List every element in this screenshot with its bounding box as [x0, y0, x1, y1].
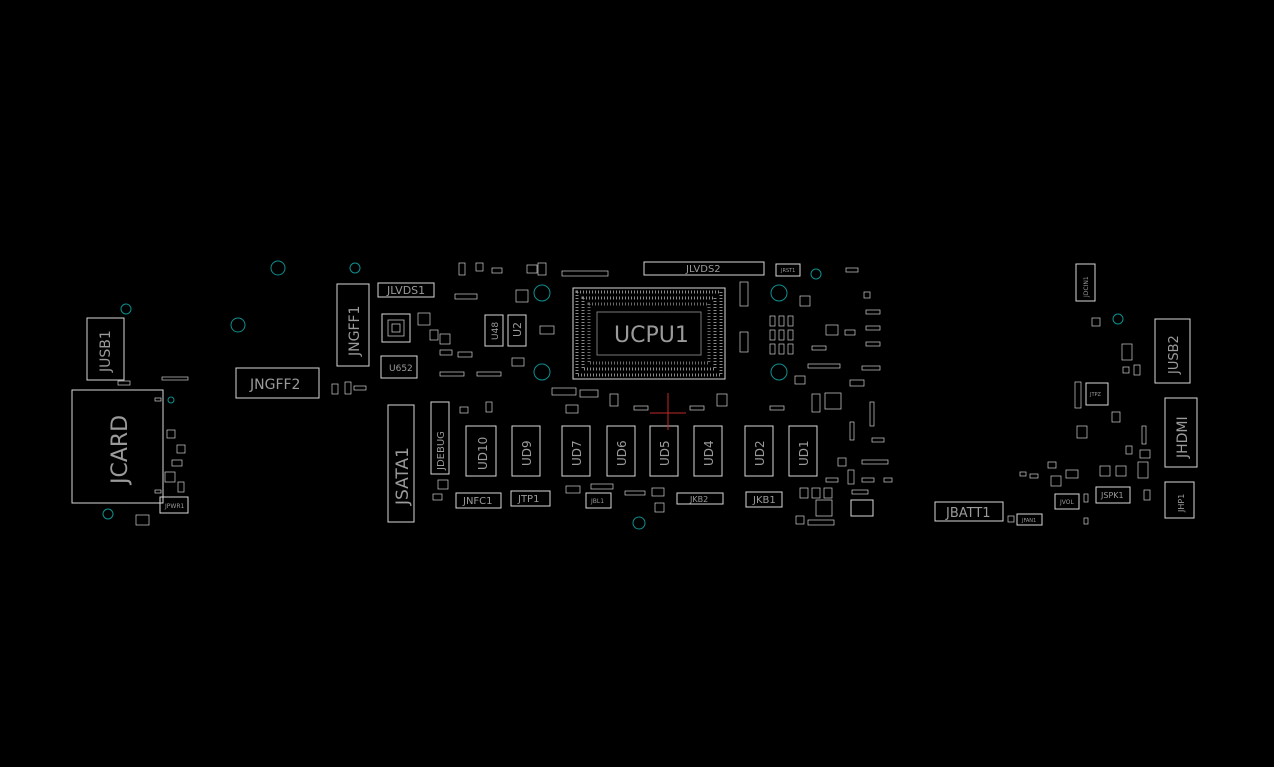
- chip-ucpu1[interactable]: UCPU1: [572, 287, 726, 380]
- chip-ud2[interactable]: UD2: [744, 425, 774, 477]
- connector-jbatt1[interactable]: JBATT1: [934, 501, 1004, 522]
- label-jcard: JCARD: [108, 415, 133, 486]
- connector-jlvds2[interactable]: JLVDS2: [643, 261, 765, 276]
- label-u652: U652: [389, 364, 413, 374]
- label-jdcin1: JDCIN1: [1083, 276, 1090, 298]
- label-jbl1: JBL1: [590, 498, 604, 505]
- connector-jusb1[interactable]: JUSB1: [86, 317, 131, 386]
- label-u2: U2: [511, 322, 524, 337]
- label-jtp1: JTP1: [517, 494, 539, 505]
- label-jkb2: JKB2: [689, 495, 708, 504]
- chip-ud10[interactable]: UD10: [465, 425, 497, 477]
- label-jhp1: JHP1: [1177, 494, 1186, 513]
- connector-jhp1[interactable]: JHP1: [1164, 481, 1195, 519]
- label-jvol: JVOL: [1059, 499, 1074, 506]
- chip-ud6[interactable]: UD6: [606, 425, 636, 477]
- connector-jusb2[interactable]: JUSB2: [1154, 318, 1191, 384]
- mounting-holes: [102, 260, 1124, 530]
- chip-ud4[interactable]: UD4: [693, 425, 723, 477]
- connector-jkb2[interactable]: JKB2: [676, 492, 724, 505]
- label-jspk1: JSPK1: [1100, 491, 1124, 500]
- connector-jspk1[interactable]: JSPK1: [1095, 486, 1131, 504]
- label-jsata1: JSATA1: [393, 447, 413, 506]
- small-components-right: [1007, 317, 1151, 525]
- connector-jdebug[interactable]: JDEBUG: [430, 401, 450, 475]
- label-jtpz: JTPZ: [1089, 392, 1102, 398]
- label-jlvds1: JLVDS1: [386, 284, 425, 297]
- chip-ud9[interactable]: UD9: [511, 425, 541, 477]
- connector-jtp1[interactable]: JTP1: [510, 490, 551, 507]
- connector-jlvds1[interactable]: JLVDS1: [377, 282, 435, 298]
- label-jusb1: JUSB1: [98, 330, 114, 373]
- connector-jnfc1[interactable]: JNFC1: [455, 492, 502, 509]
- connector-jngff1[interactable]: JNGFF1: [336, 283, 370, 367]
- memory-chips: UD10 UD9 UD7 UD6 UD5 UD4 UD2 UD1: [465, 425, 818, 477]
- connector-jrst1[interactable]: JRST1: [775, 263, 801, 277]
- chip-u2[interactable]: U2: [507, 314, 527, 347]
- label-jbatt1: JBATT1: [945, 506, 991, 521]
- chip-qfn-1: [381, 313, 411, 343]
- label-ud6: UD6: [615, 440, 629, 466]
- label-jlvds2: JLVDS2: [685, 264, 721, 275]
- label-jkb1: JKB1: [752, 495, 776, 506]
- label-ud7: UD7: [570, 440, 584, 466]
- label-ud9: UD9: [520, 440, 534, 466]
- connector-jngff2[interactable]: JNGFF2: [235, 367, 320, 399]
- connector-jvol[interactable]: JVOL: [1054, 493, 1080, 510]
- connector-jkb1[interactable]: JKB1: [745, 491, 783, 508]
- test-marker: [650, 393, 686, 430]
- connector-jpwr1[interactable]: JPWR1: [159, 496, 189, 514]
- label-jngff2: JNGFF2: [249, 377, 300, 393]
- label-ud2: UD2: [753, 440, 767, 466]
- label-ud10: UD10: [476, 437, 490, 470]
- connector-jsata1[interactable]: JSATA1: [387, 404, 415, 523]
- connector-jdcin1[interactable]: JDCIN1: [1075, 263, 1096, 302]
- label-jhdmi: JHDMI: [1175, 416, 1191, 459]
- label-u48: U48: [491, 322, 501, 340]
- connector-jhdmi[interactable]: JHDMI: [1164, 397, 1198, 468]
- connector-jbl1[interactable]: JBL1: [585, 492, 612, 509]
- connector-jcard[interactable]: JCARD: [71, 389, 164, 504]
- label-jrst1: JRST1: [780, 268, 795, 274]
- small-components-center-right: [739, 267, 893, 499]
- chip-u48[interactable]: U48: [484, 314, 504, 347]
- chip-ud5[interactable]: UD5: [649, 425, 679, 477]
- connector-jfan1[interactable]: JFAN1: [1016, 513, 1043, 526]
- label-ucpu1: UCPU1: [614, 323, 689, 348]
- chip-u652[interactable]: U652: [380, 355, 418, 379]
- label-jnfc1: JNFC1: [462, 496, 493, 507]
- label-jusb2: JUSB2: [1167, 335, 1182, 375]
- small-components-bottom: [432, 479, 874, 526]
- label-jngff1: JNGFF1: [347, 306, 363, 357]
- label-ud4: UD4: [702, 440, 716, 466]
- chip-ud1[interactable]: UD1: [788, 425, 818, 477]
- label-ud5: UD5: [658, 440, 672, 466]
- label-ud1: UD1: [797, 440, 811, 466]
- chip-ud7[interactable]: UD7: [561, 425, 591, 477]
- small-components-left: [164, 262, 785, 493]
- label-jpwr1: JPWR1: [164, 503, 184, 510]
- label-jfan1: JFAN1: [1021, 518, 1036, 524]
- label-jdebug: JDEBUG: [436, 431, 447, 471]
- chip-jtpz[interactable]: JTPZ: [1085, 382, 1109, 406]
